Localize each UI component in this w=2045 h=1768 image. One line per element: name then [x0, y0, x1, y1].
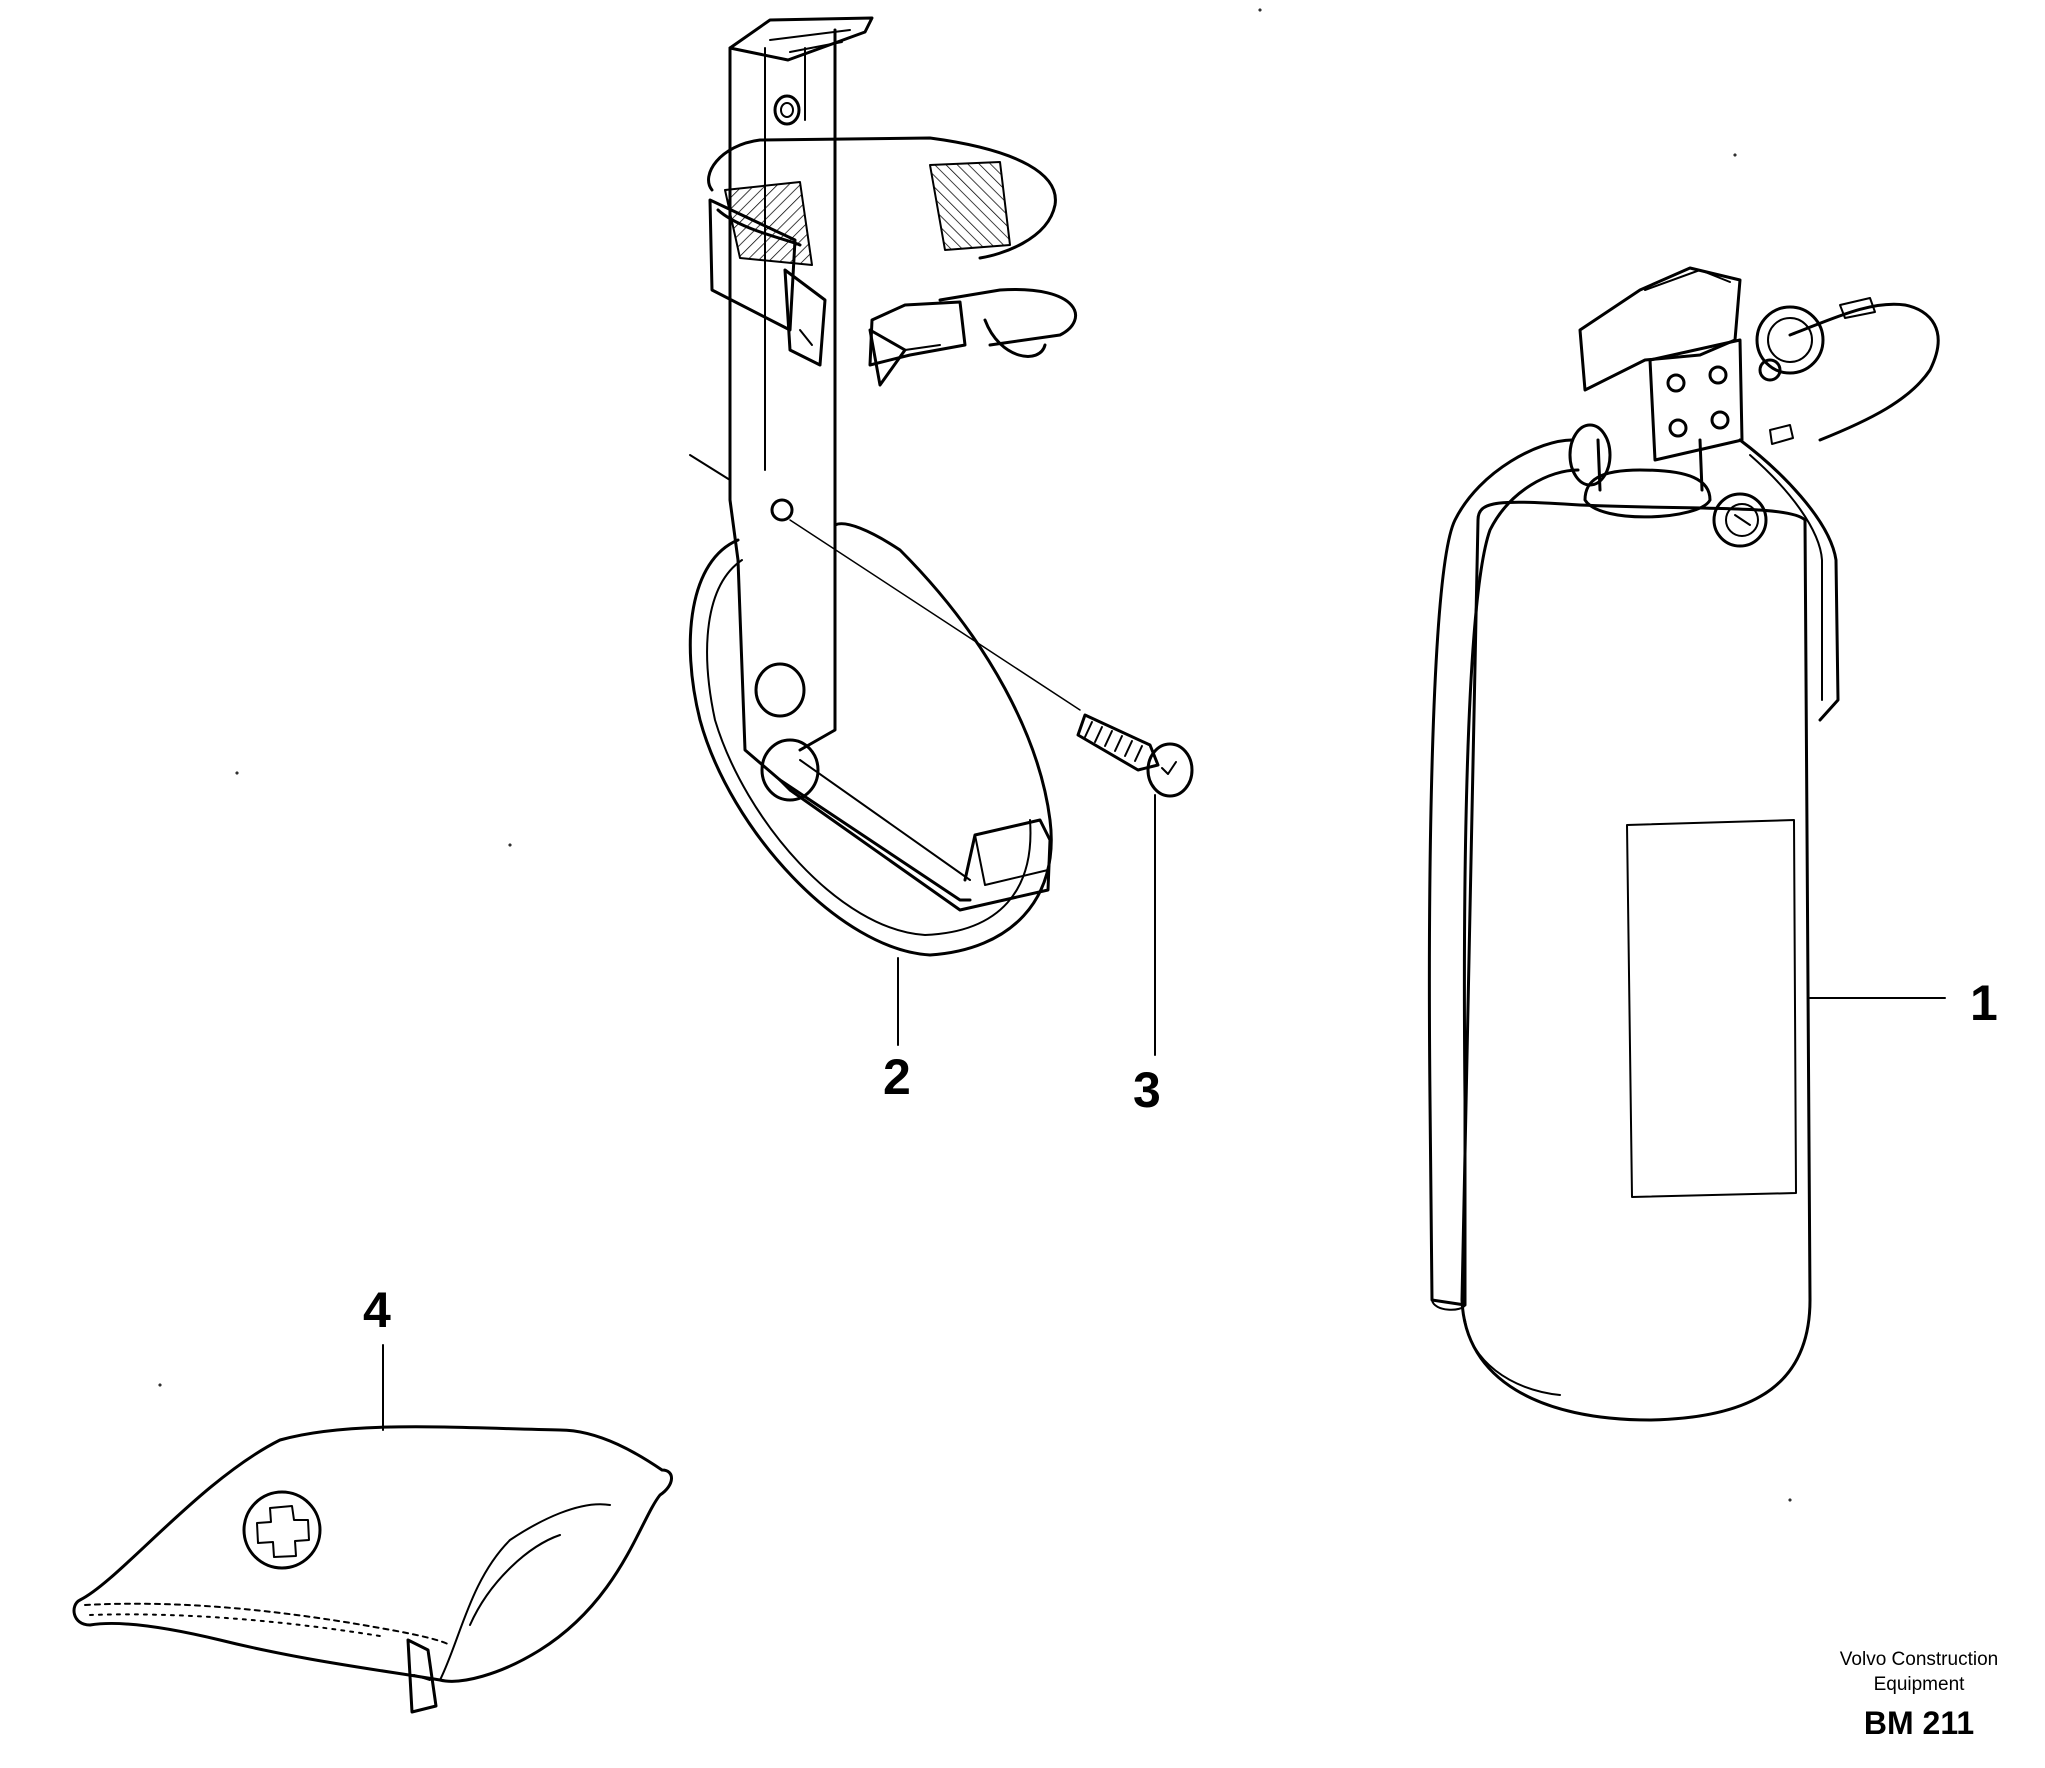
publisher-name-line1: Volvo Construction	[1839, 1649, 1999, 1670]
scan-specks	[158, 8, 1792, 1502]
callout-3-label: 3	[1133, 1062, 1161, 1118]
fire-extinguisher	[1427, 266, 1946, 1422]
callout-4-label: 4	[363, 1282, 391, 1338]
callout-2-label: 2	[883, 1049, 911, 1105]
drawing-code: BM 211	[1863, 1705, 1975, 1741]
publisher-name-line2: Equipment	[1873, 1674, 1965, 1695]
first-aid-kit	[72, 1344, 673, 1714]
extinguisher-bracket	[688, 16, 1077, 1046]
screw	[789, 519, 1194, 1056]
callout-1-label: 1	[1970, 975, 1998, 1031]
